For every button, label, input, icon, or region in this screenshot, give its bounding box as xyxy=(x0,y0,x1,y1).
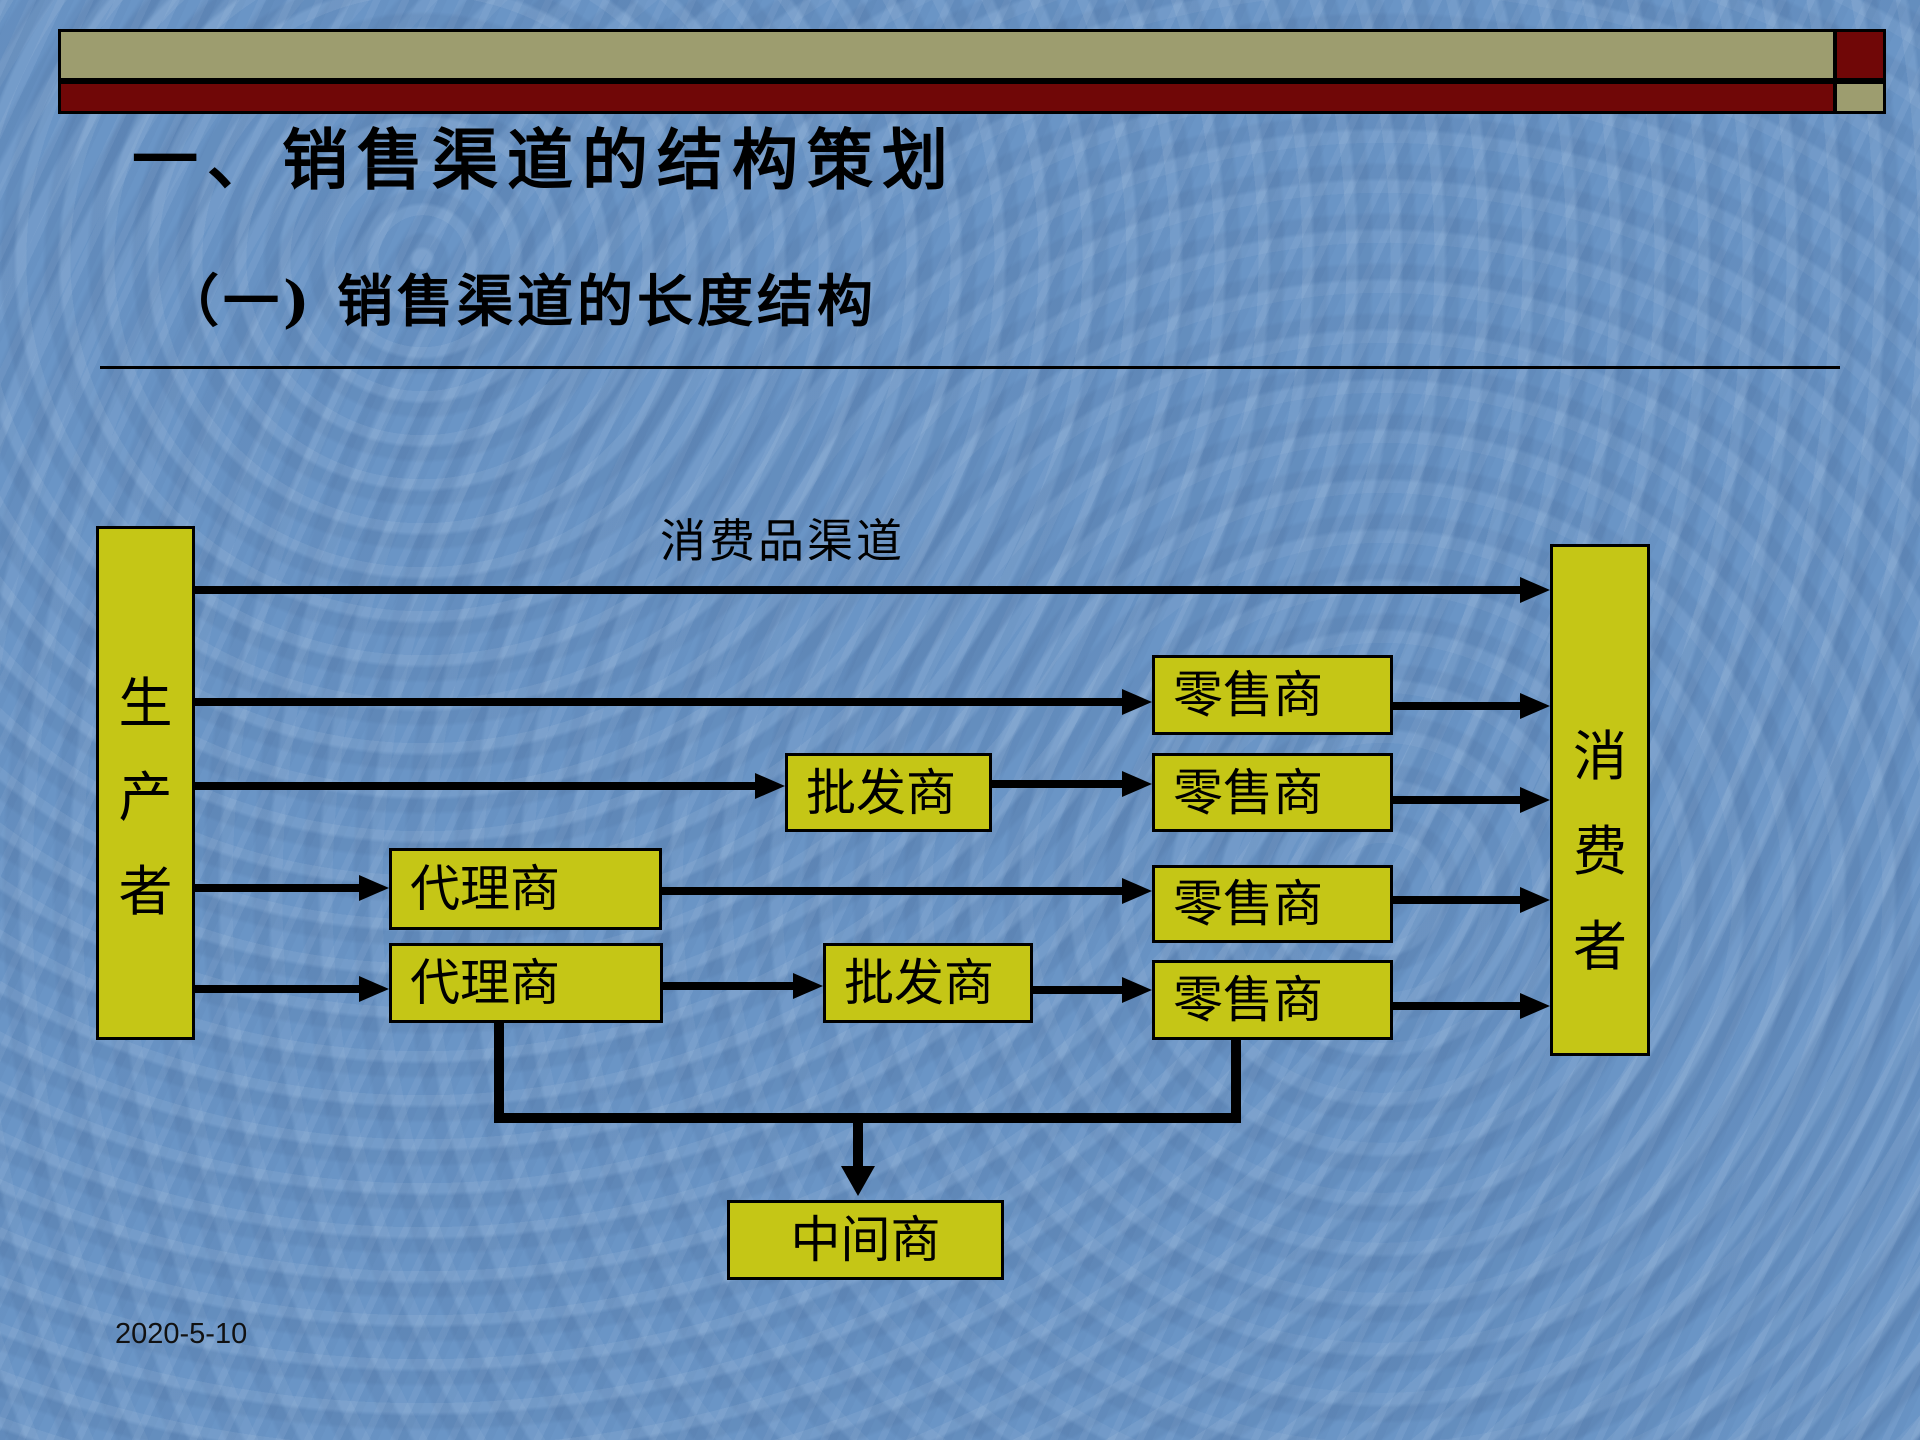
connector-middleman-stem xyxy=(853,1123,863,1168)
node-wholesaler-1: 批发商 xyxy=(785,753,992,832)
arrow-agent-1-to-retailer-3 xyxy=(662,878,1152,904)
node-retailer-2: 零售商 xyxy=(1152,753,1393,832)
middleman-label: 中间商 xyxy=(790,1211,941,1269)
arrow-retailer-3-to-consumer xyxy=(1393,887,1550,913)
decor-bar-bottom-red xyxy=(61,84,1833,111)
divider-line xyxy=(100,366,1840,369)
arrow-retailer-4-to-consumer xyxy=(1393,993,1550,1019)
page-title: 一、销售渠道的结构策划 xyxy=(132,121,957,199)
arrow-producer-to-wholesaler-1 xyxy=(195,773,785,799)
retailer-2-label: 零售商 xyxy=(1173,763,1323,822)
wholesaler-2-label: 批发商 xyxy=(844,954,994,1012)
page-subtitle: （一) 销售渠道的长度结构 xyxy=(163,269,877,335)
decor-bar-top xyxy=(58,29,1886,81)
arrow-producer-to-agent-1 xyxy=(195,875,389,901)
node-consumer: 消 费 者 xyxy=(1550,544,1650,1056)
producer-char-3: 者 xyxy=(118,860,173,923)
node-middleman: 中间商 xyxy=(727,1200,1004,1280)
node-retailer-4: 零售商 xyxy=(1152,960,1393,1040)
arrowhead-to-middleman xyxy=(841,1166,875,1196)
consumer-char-2: 费 xyxy=(1573,820,1627,883)
node-agent-2: 代理商 xyxy=(389,943,663,1023)
consumer-char-3: 者 xyxy=(1573,915,1627,978)
retailer-4-label: 零售商 xyxy=(1173,971,1323,1029)
arrow-retailer-2-to-consumer xyxy=(1393,787,1550,813)
decor-bar-bottom xyxy=(58,81,1886,114)
node-retailer-1: 零售商 xyxy=(1152,655,1393,735)
agent-2-label: 代理商 xyxy=(410,954,560,1012)
channel-label: 消费品渠道 xyxy=(660,514,905,568)
producer-char-2: 产 xyxy=(118,766,173,829)
arrow-producer-to-agent-2 xyxy=(195,976,389,1002)
producer-char-1: 生 xyxy=(118,672,173,735)
connector-horizontal xyxy=(494,1113,1241,1123)
node-wholesaler-2: 批发商 xyxy=(823,943,1033,1023)
decor-bar-bottom-khaki-square xyxy=(1837,84,1883,111)
connector-retailer-4-drop xyxy=(1231,1040,1241,1123)
node-producer: 生 产 者 xyxy=(96,526,195,1040)
wholesaler-1-label: 批发商 xyxy=(806,763,956,822)
connector-agent-2-drop xyxy=(494,1023,504,1123)
node-agent-1: 代理商 xyxy=(389,848,662,930)
arrow-retailer-1-to-consumer xyxy=(1393,693,1550,719)
arrow-wholesaler-1-to-retailer-2 xyxy=(992,771,1152,797)
retailer-3-label: 零售商 xyxy=(1173,875,1323,933)
decor-bar-top-red-square xyxy=(1837,32,1883,78)
consumer-char-1: 消 xyxy=(1573,725,1627,788)
arrow-producer-to-consumer xyxy=(195,577,1550,603)
decor-bar-top-khaki xyxy=(61,32,1833,78)
agent-1-label: 代理商 xyxy=(410,860,560,918)
arrow-agent-2-to-wholesaler-2 xyxy=(662,973,823,999)
arrow-wholesaler-2-to-retailer-4 xyxy=(1033,977,1152,1003)
arrow-producer-to-retailer-1 xyxy=(195,689,1152,715)
retailer-1-label: 零售商 xyxy=(1173,666,1323,724)
slide-date: 2020-5-10 xyxy=(115,1318,248,1350)
node-retailer-3: 零售商 xyxy=(1152,865,1393,943)
